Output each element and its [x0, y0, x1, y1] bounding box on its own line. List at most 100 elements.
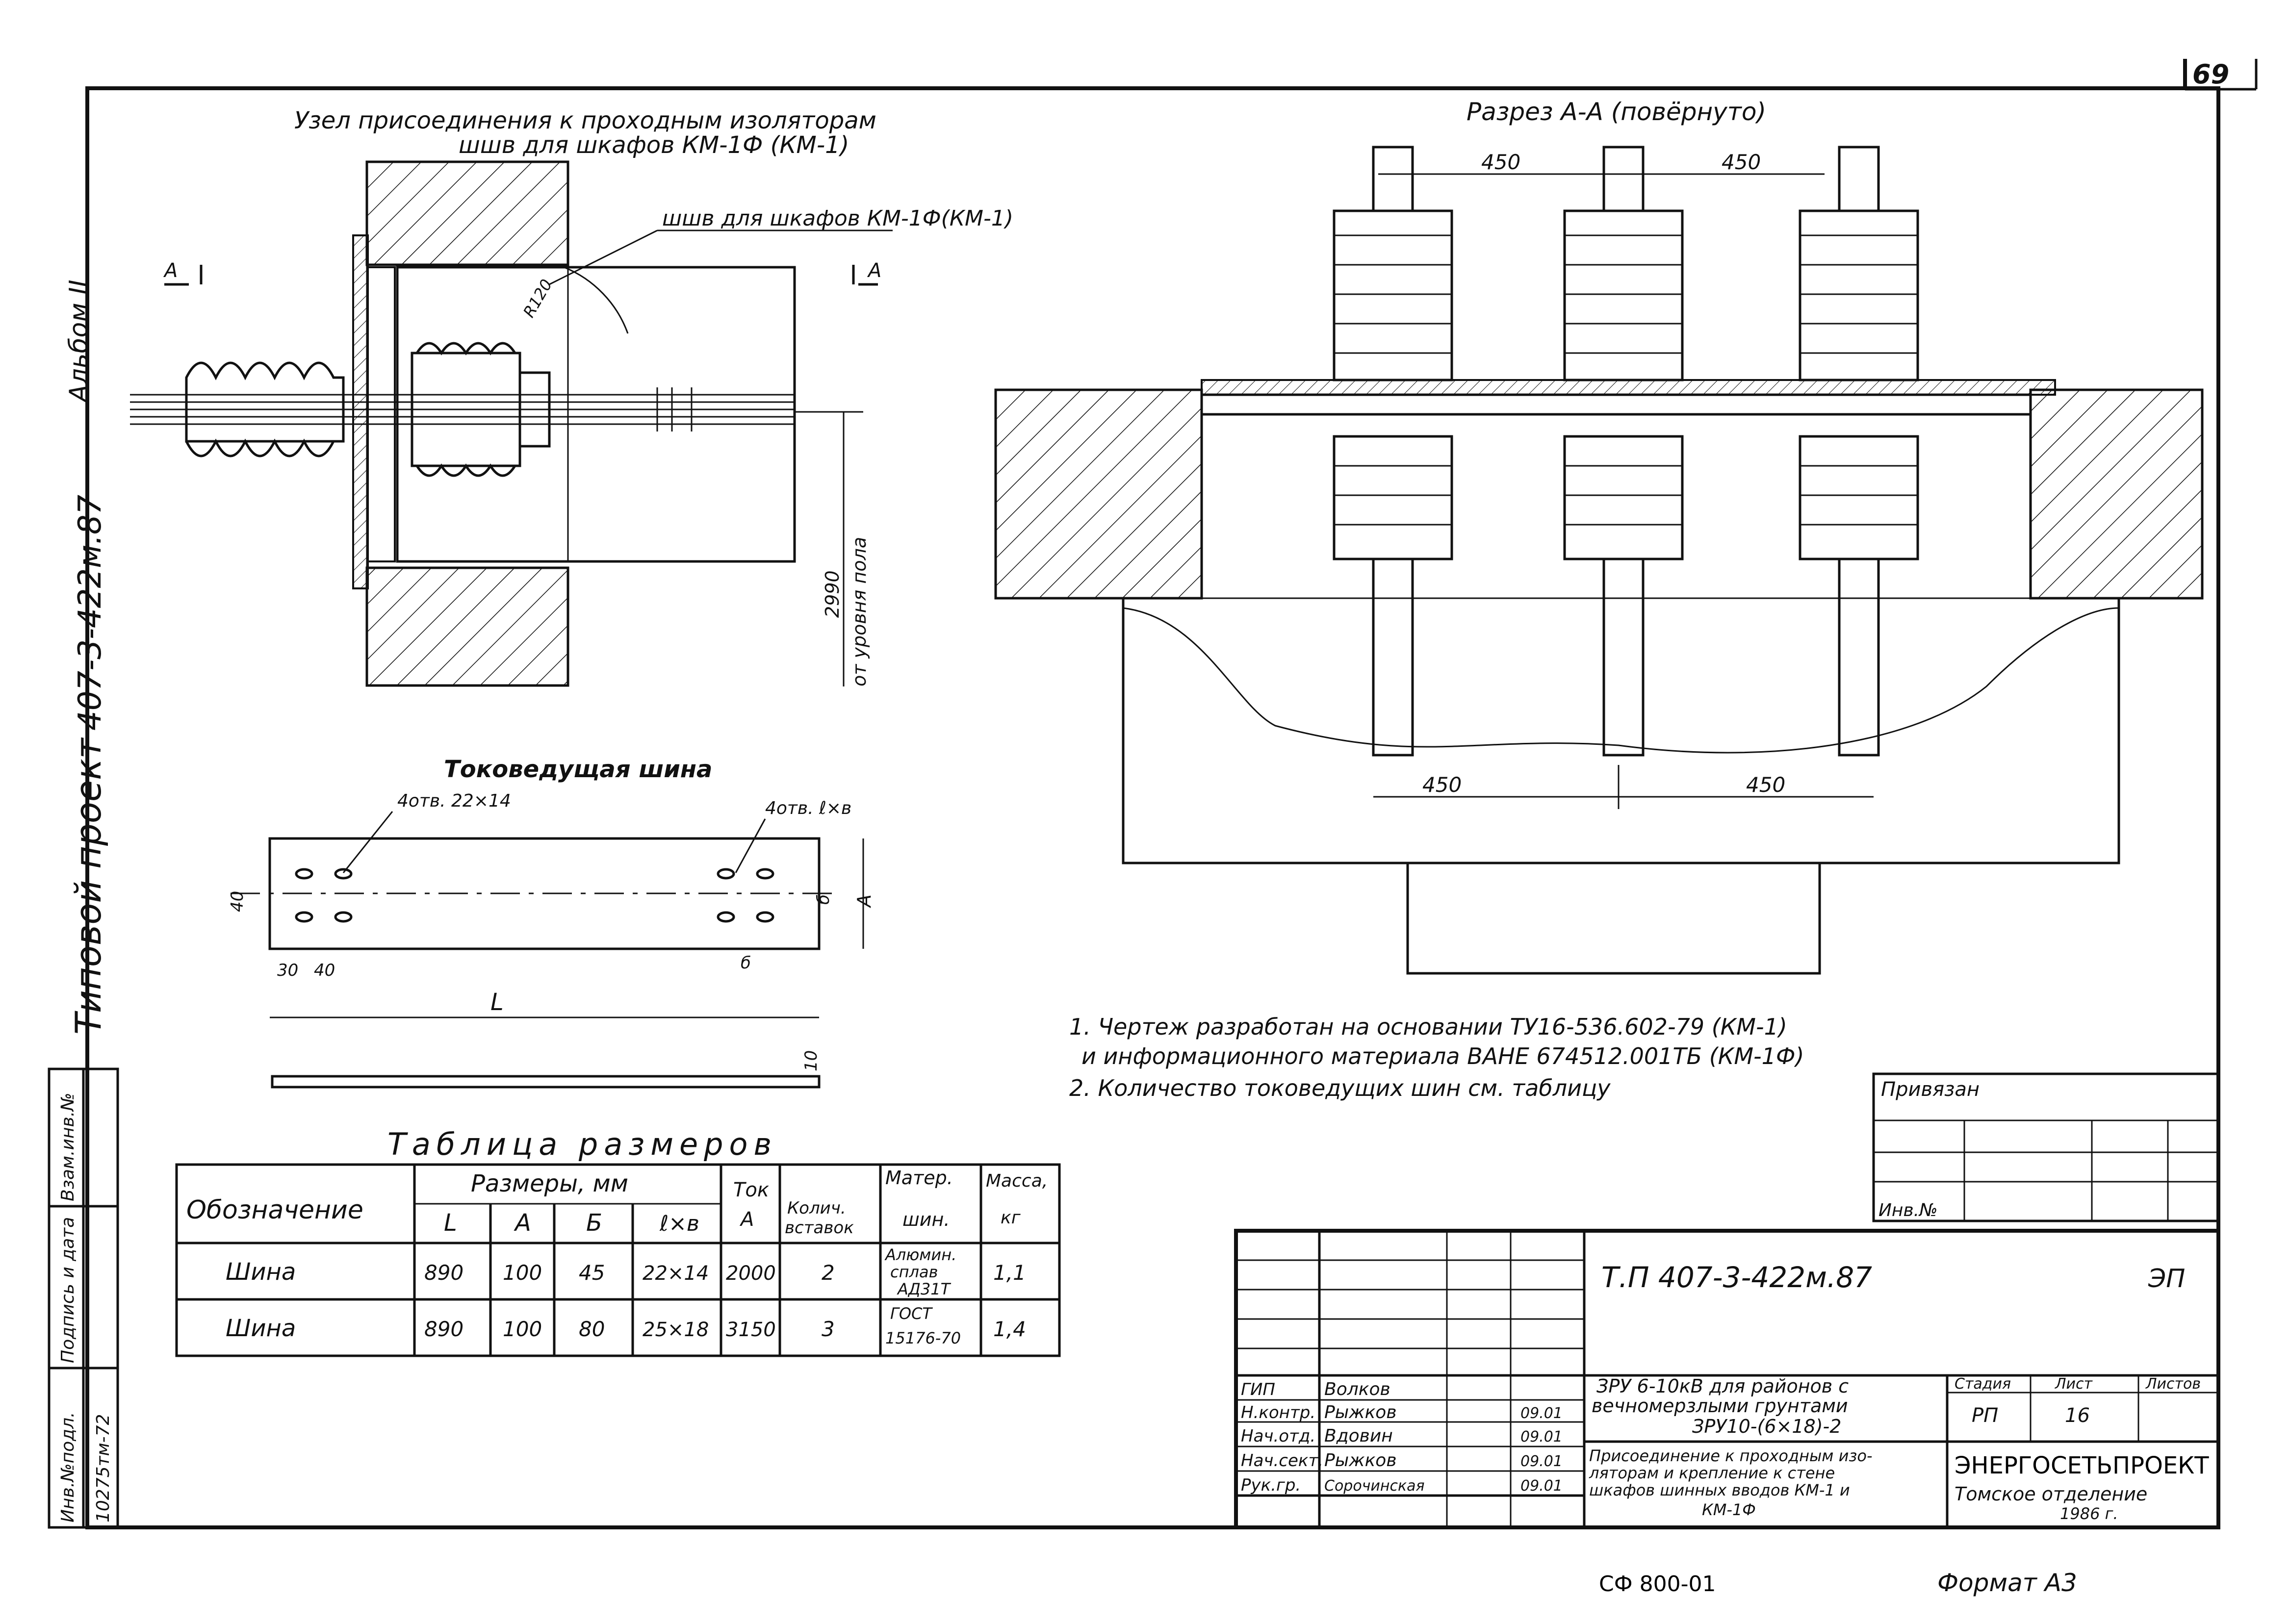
tb-org-branch: Томское отделение — [1955, 1483, 2147, 1505]
table-title: Таблица размеров — [387, 1126, 777, 1162]
tb-name-5: Сорочинская — [1324, 1477, 1425, 1495]
tb-sheet-value: 16 — [2065, 1404, 2090, 1427]
tb-role-3: Нач.отд. — [1241, 1426, 1315, 1446]
tb-stage-value: РП — [1972, 1404, 1998, 1427]
sheet-frame — [85, 59, 2258, 1529]
note-1-line2: и информационного материала ВАНЕ 674512.… — [1081, 1043, 1804, 1069]
tb-object-line1: ЗРУ 6-10кВ для районов с — [1596, 1375, 1849, 1397]
tb-role-1: ГИП — [1241, 1380, 1275, 1399]
th-dimensions: Размеры, мм — [471, 1170, 628, 1197]
th-b: Б — [586, 1209, 602, 1237]
material-line-4: ГОСТ — [890, 1304, 933, 1323]
th-material-bottom: шин. — [902, 1209, 950, 1230]
tb-role-4: Нач.сект. — [1241, 1451, 1323, 1471]
tb-object-line3: ЗРУ10-(6×18)-2 — [1692, 1416, 1841, 1437]
title-block: Привязан Инв.№ Т.П 407-3-422м.87 ЭП ГИП … — [1234, 1072, 2220, 1529]
tb-role-2: Н.контр. — [1241, 1403, 1315, 1422]
row1-mass: 1,1 — [993, 1261, 1026, 1285]
node-leader-label: шшв для шкафов КМ-1Ф(КМ-1) — [662, 206, 1013, 231]
dim-top-left: 450 — [1481, 150, 1520, 174]
material-line-2: сплав — [890, 1263, 938, 1281]
dim-b-vertical: б — [814, 894, 833, 905]
left-stamp — [48, 1067, 119, 1529]
th-lxb: ℓ×в — [659, 1211, 699, 1236]
row2-l: 890 — [424, 1317, 463, 1341]
dim-a: А — [853, 894, 875, 909]
th-mass-top: Масса, — [986, 1171, 1048, 1191]
page-number: 69 — [2192, 59, 2229, 90]
footer-code: СФ 800-01 — [1599, 1572, 1716, 1597]
section-mark-right: А — [867, 259, 881, 282]
row1-name: Шина — [226, 1258, 296, 1286]
dim-l: L — [490, 989, 504, 1016]
tb-sheet-title-line3: шкафов шинных вводов КМ-1 и — [1589, 1481, 1850, 1499]
tb-org-year: 1986 г. — [2060, 1504, 2118, 1523]
hole-label-right: 4отв. ℓ×в — [765, 798, 851, 818]
radius-label: R120 — [519, 276, 556, 321]
note-2: 2. Количество токоведущих шин см. таблиц… — [1069, 1075, 1611, 1101]
dim-top-right: 450 — [1722, 150, 1761, 174]
row1-qty: 2 — [822, 1261, 835, 1285]
insulator-1 — [1333, 146, 1453, 757]
insulator-2 — [1563, 146, 1684, 757]
th-qty-bottom: вставок — [785, 1218, 854, 1238]
tb-role-5: Рук.гр. — [1241, 1475, 1301, 1495]
tb-date-3: 09.01 — [1520, 1428, 1563, 1446]
tb-name-4: Рыжков — [1324, 1450, 1397, 1471]
material-line-5: 15176-70 — [885, 1329, 961, 1347]
hole-label-left: 4отв. 22×14 — [397, 791, 511, 811]
tb-doc-code: Т.П 407-3-422м.87 — [1601, 1261, 1872, 1294]
stamp-vzam-label: Взам.инв.№ — [58, 1092, 78, 1201]
th-mass-bottom: кг — [1001, 1208, 1021, 1228]
stamp-inv-podl-label: Инв.№подл. — [58, 1412, 78, 1522]
tb-sheet-title-line1: Присоединение к проходным изо- — [1589, 1446, 1873, 1465]
section-title: Разрез А-А (повёрнуто) — [1467, 98, 1766, 126]
row2-current: 3150 — [726, 1319, 776, 1341]
dim-30: 30 — [277, 961, 298, 980]
footer-format: Формат А3 — [1937, 1569, 2077, 1597]
row2-a: 100 — [503, 1317, 542, 1341]
th-material-top: Матер. — [885, 1167, 953, 1189]
row2-name: Шина — [226, 1315, 296, 1342]
dim-b-horizontal: б — [741, 953, 751, 973]
busbar-title: Токоведущая шина — [444, 756, 712, 783]
tb-name-1: Волков — [1324, 1379, 1390, 1399]
dim-bottom-right: 450 — [1746, 773, 1785, 797]
tb-name-2: Рыжков — [1324, 1402, 1397, 1422]
th-a: А — [514, 1209, 531, 1237]
tb-sheets-label: Листов — [2145, 1375, 2201, 1393]
th-l: L — [444, 1209, 457, 1237]
tb-sheet-title-line4: КМ-1Ф — [1702, 1500, 1756, 1519]
stamp-sign-date-label: Подпись и дата — [58, 1217, 78, 1363]
note-1-line1: 1. Чертеж разработан на основании ТУ16-5… — [1069, 1014, 1787, 1040]
tb-date-2: 09.01 — [1520, 1405, 1563, 1422]
row1-a: 100 — [503, 1261, 542, 1285]
tb-date-5: 09.01 — [1520, 1477, 1563, 1495]
material-line-1: Алюмин. — [884, 1245, 956, 1264]
margin-project-code: 407-3-422м.87 — [72, 494, 108, 731]
tb-privyazan: Привязан — [1881, 1078, 1980, 1101]
tb-object-line2: вечномерзлыми грунтами — [1592, 1395, 1848, 1417]
stamp-inv-podl-value: 10275тм-72 — [93, 1414, 113, 1522]
row1-current: 2000 — [726, 1262, 776, 1285]
node-title-line1: Узел присоединения к проходным изолятора… — [294, 107, 876, 134]
th-qty-top: Колич. — [787, 1198, 846, 1218]
dim-2990-note: от уровня пола — [849, 537, 870, 686]
node-title-line2: шшв для шкафов КМ-1Ф (КМ-1) — [459, 131, 849, 159]
dim-2990: 2990 — [822, 570, 843, 618]
tb-org-name: ЭНЕРГОСЕТЬПРОЕКТ — [1955, 1452, 2209, 1479]
tb-sheet-title-line2: ляторам и крепление к стене — [1589, 1464, 1835, 1482]
notes: 1. Чертеж разработан на основании ТУ16-5… — [1069, 1014, 1804, 1101]
th-designation: Обозначение — [186, 1195, 363, 1225]
dim-10: 10 — [801, 1050, 821, 1071]
dim-40: 40 — [228, 891, 247, 912]
row2-lxb: 25×18 — [643, 1319, 709, 1341]
row1-l: 890 — [424, 1261, 463, 1285]
busbar-detail: Токоведущая шина 4отв. 22×14 4отв. ℓ×в 4… — [228, 756, 875, 1089]
material-line-3: АД31Т — [897, 1280, 952, 1298]
tb-sheet-label: Лист — [2055, 1375, 2093, 1393]
th-current-top: Ток — [733, 1179, 769, 1201]
row2-b: 80 — [579, 1317, 605, 1341]
tb-inv-no: Инв.№ — [1878, 1200, 1938, 1220]
